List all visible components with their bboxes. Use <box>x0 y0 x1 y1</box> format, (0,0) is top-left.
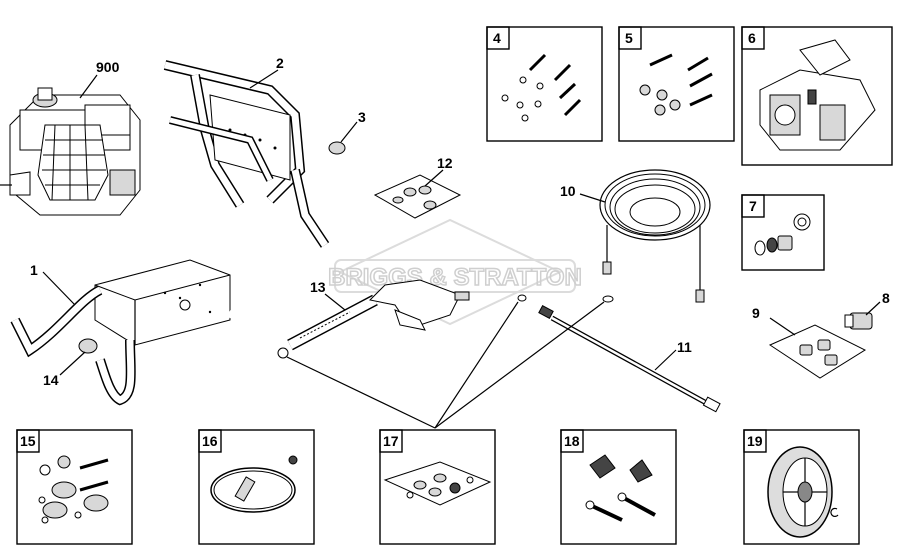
cap-part <box>78 338 98 354</box>
grommet-part <box>328 141 346 155</box>
handle-frame-part <box>163 60 330 248</box>
callout-9: 9 <box>752 305 760 321</box>
box-number-4: 4 <box>493 30 501 46</box>
callout-1: 1 <box>30 262 38 278</box>
callout-11: 11 <box>677 339 692 355</box>
box-number-15: 15 <box>20 433 36 449</box>
callout-13: 13 <box>310 279 326 295</box>
leader-12 <box>424 169 444 187</box>
box-number-18: 18 <box>564 433 580 449</box>
quick-coupler-part <box>844 312 873 330</box>
hose-part <box>599 169 711 303</box>
leader-900 <box>79 74 98 99</box>
watermark-text: BRIGGS & STRATTON <box>328 264 582 291</box>
box-number-6: 6 <box>748 30 756 46</box>
leader-8 <box>865 301 881 316</box>
spray-lance-part <box>517 294 721 413</box>
kit-box-16: 16 <box>198 429 315 545</box>
box-number-5: 5 <box>625 30 633 46</box>
kit-box-17: 17 <box>379 429 496 545</box>
callout-12: 12 <box>437 155 453 171</box>
leader-9 <box>769 317 796 336</box>
callout-2: 2 <box>276 55 284 71</box>
leader-3 <box>340 121 358 143</box>
callout-8: 8 <box>882 290 890 306</box>
leader-14 <box>59 351 86 376</box>
leader-2 <box>249 69 279 89</box>
leader-10 <box>579 193 606 203</box>
spray-gun-part <box>277 279 470 359</box>
fitting-bag-part <box>373 174 462 219</box>
box-number-16: 16 <box>202 433 218 449</box>
box-number-17: 17 <box>383 433 399 449</box>
callout-14: 14 <box>43 372 59 388</box>
kit-box-15: 15 <box>16 429 133 545</box>
leader-1 <box>42 271 76 306</box>
box-number-19: 19 <box>747 433 763 449</box>
box-number-7: 7 <box>749 198 757 214</box>
engine-part <box>0 87 141 216</box>
leader-13 <box>324 293 346 311</box>
kit-box-18: 18 <box>560 429 677 545</box>
kit-box-5: 5 <box>618 26 735 142</box>
kit-box-4: 4 <box>486 26 603 142</box>
callout-10: 10 <box>560 183 576 199</box>
kit-box-6: 6 <box>741 26 893 166</box>
coupler-bag-part <box>768 324 867 379</box>
kit-17-leaders <box>286 301 605 429</box>
kit-box-7: 7 <box>741 194 825 271</box>
base-frame-part <box>10 214 249 406</box>
callout-900: 900 <box>96 59 120 75</box>
leader-11 <box>654 349 677 371</box>
kit-box-19: 19 <box>743 429 860 545</box>
callout-3: 3 <box>358 109 366 125</box>
